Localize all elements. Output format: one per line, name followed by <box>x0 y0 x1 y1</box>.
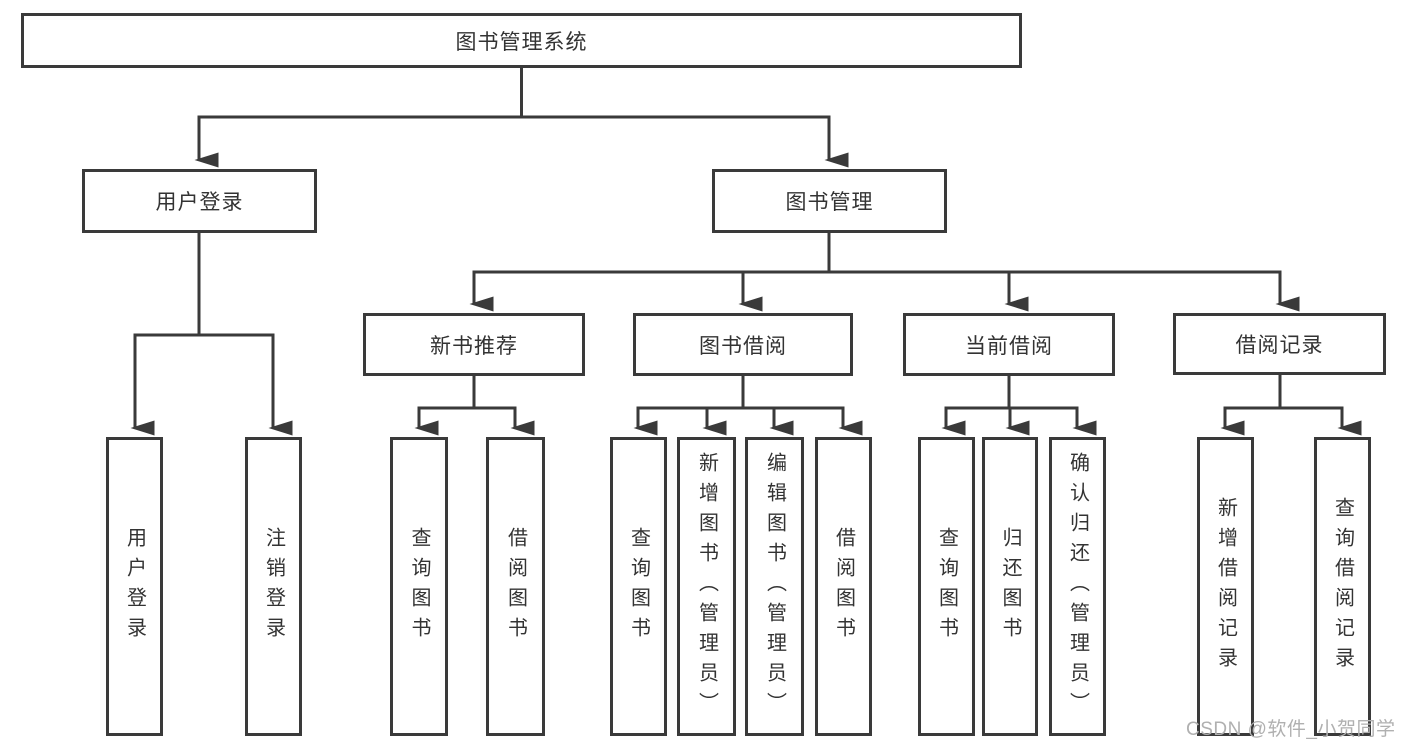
leaf-borrow-books-bb: 借阅图书 <box>815 437 872 736</box>
csdn-watermark: CSDN @软件_小贺同学 <box>1186 719 1396 740</box>
node-book-borrowing: 图书借阅 <box>633 313 853 376</box>
leaf-query-books-bb: 查询图书 <box>610 437 667 736</box>
leaf-user-login: 用户登录 <box>106 437 163 736</box>
leaf-add-books-admin: 新增图书（管理员） <box>677 437 736 736</box>
leaf-query-books-nbr: 查询图书 <box>390 437 448 736</box>
node-book-management: 图书管理 <box>712 169 947 233</box>
node-borrowing-records: 借阅记录 <box>1173 313 1386 375</box>
leaf-query-borrow-record: 查询借阅记录 <box>1314 437 1371 736</box>
leaf-borrow-books-nbr: 借阅图书 <box>486 437 545 736</box>
leaf-confirm-return-admin: 确认归还（管理员） <box>1049 437 1106 736</box>
leaf-return-books: 归还图书 <box>982 437 1038 736</box>
node-root: 图书管理系统 <box>21 13 1022 68</box>
leaf-query-books-cb: 查询图书 <box>918 437 975 736</box>
node-user-login: 用户登录 <box>82 169 317 233</box>
node-new-book-recommendation: 新书推荐 <box>363 313 585 376</box>
leaf-add-borrow-record: 新增借阅记录 <box>1197 437 1254 736</box>
node-current-borrowing: 当前借阅 <box>903 313 1115 376</box>
leaf-logout: 注销登录 <box>245 437 302 736</box>
leaf-edit-books-admin: 编辑图书（管理员） <box>745 437 804 736</box>
